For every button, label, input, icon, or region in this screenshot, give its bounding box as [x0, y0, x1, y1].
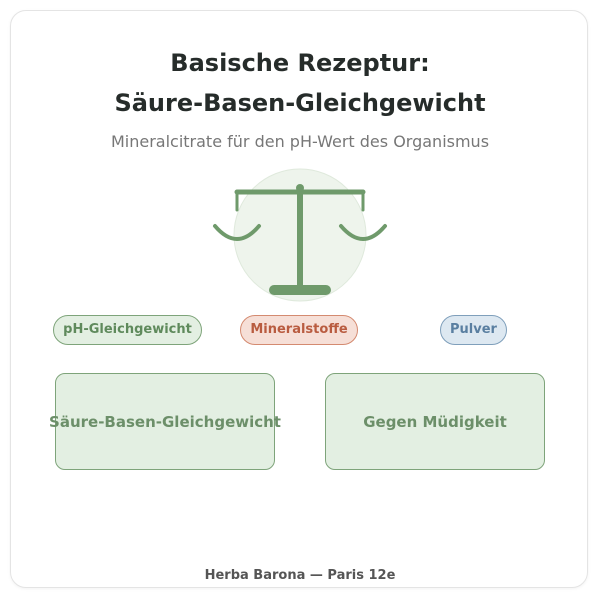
footer-brand: Herba Barona — Paris 12e	[204, 568, 396, 583]
scale-pivot	[296, 184, 304, 192]
benefit-against-fatigue: Gegen Müdigkeit	[325, 373, 545, 470]
benefit-acid-base-balance: Säure-Basen-Gleichgewicht	[49, 373, 281, 470]
page-subtitle: Mineralcitrate für den pH-Wert des Organ…	[110, 132, 490, 151]
scale-left-pan	[213, 224, 261, 241]
tag-ph-balance: pH-Gleichgewicht	[53, 315, 202, 345]
benefit-label: Gegen Müdigkeit	[363, 412, 507, 431]
scale-base	[269, 285, 331, 295]
tag-minerals: Mineralstoffe	[240, 315, 358, 345]
page-title-line-2: Säure-Basen-Gleichgewicht	[114, 89, 486, 117]
scale-right-pan	[339, 224, 387, 241]
benefit-label: Säure-Basen-Gleichgewicht	[49, 412, 281, 431]
page-title-line-1: Basische Rezeptur:	[170, 49, 430, 77]
tag-powder: Pulver	[440, 315, 507, 345]
balance-scale-icon	[213, 168, 387, 302]
